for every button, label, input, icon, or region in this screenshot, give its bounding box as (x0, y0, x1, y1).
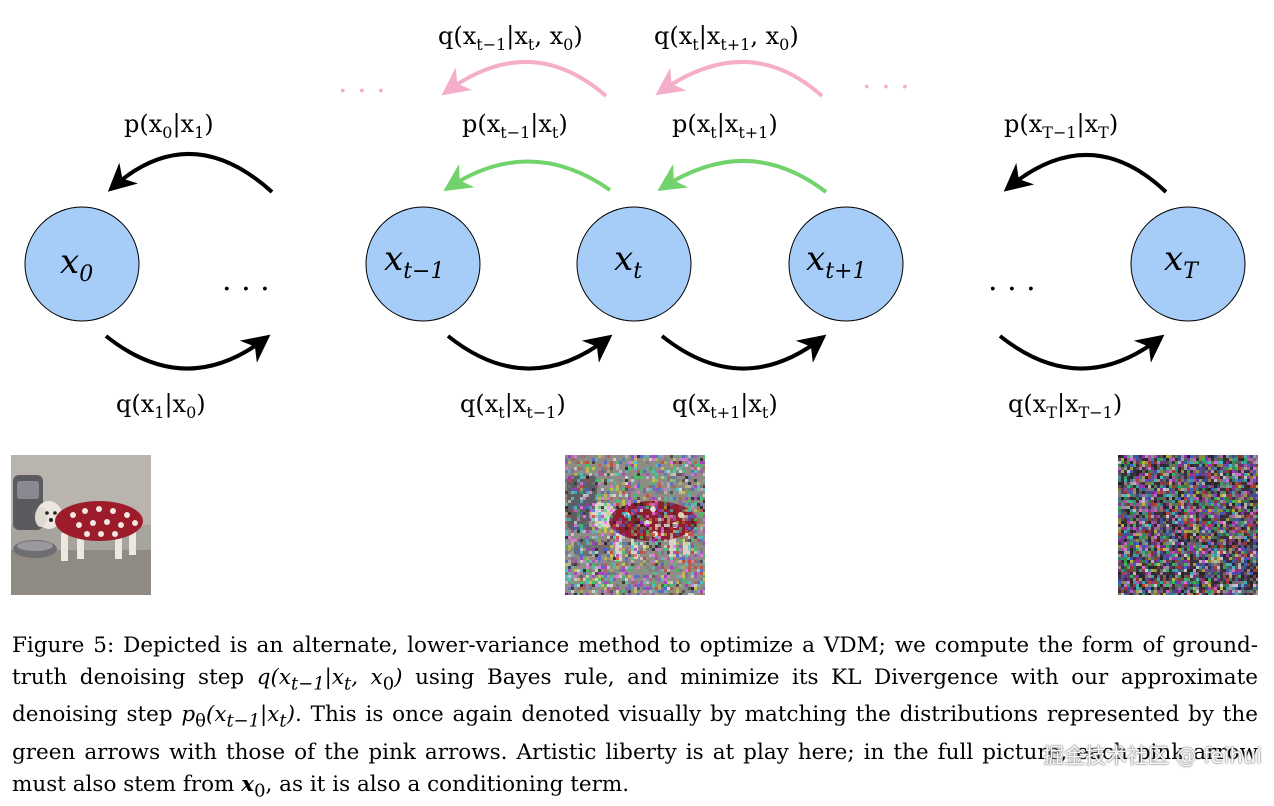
node-x-T: xT (1130, 206, 1246, 322)
green-arrow-p-t-1 (443, 159, 612, 192)
arrow-p-xT-1-xT (1003, 153, 1168, 194)
pink-arrow-q-t-1 (441, 60, 608, 98)
label-q-xt+1-given-xt: q(xt+1|xt) (672, 390, 778, 422)
arrow-q-xT-xT-1 (998, 334, 1165, 371)
label-p-x0-given-x1: p(x0|x1) (124, 110, 214, 142)
pink-arrow-q-t (655, 60, 824, 98)
noisy-dog-image (565, 455, 705, 595)
pure-noise-image (1118, 455, 1258, 595)
watermark: 掘金技术社区 @ feihui (1043, 744, 1262, 768)
node-x0: x0 (24, 206, 140, 322)
node-x-t-minus-1: xt−1 (365, 206, 481, 322)
ellipsis-pink-right: . . . (862, 61, 910, 96)
label-q-xt-given-xt+1-x0: q(xt|xt+1, x0) (654, 22, 799, 54)
node-x-t: xt (576, 206, 692, 322)
label-q-xt-given-xt-1: q(xt|xt−1) (460, 390, 566, 422)
diffusion-diagram: x0 xt−1 xt xt+1 xT . . . . . . . . . . .… (24, 22, 1246, 422)
label-p-xt-given-xt+1: p(xt|xt+1) (672, 110, 778, 142)
label-q-xt-1-given-xt-x0: q(xt−1|xt, x0) (438, 22, 583, 54)
arrow-q-x1-x0 (104, 334, 271, 371)
figure-number: Figure 5: (12, 633, 115, 658)
arrow-q-xt-xt-1 (446, 334, 613, 371)
svg-text:x0: x0 (60, 242, 93, 287)
svg-text:xt: xt (614, 239, 642, 284)
label-p-xT-1-given-xT: p(xT−1|xT) (1004, 110, 1118, 142)
ellipsis-right: . . . (988, 263, 1036, 298)
label-q-xT-given-xT-1: q(xT|xT−1) (1008, 390, 1122, 422)
label-q-x1-given-x0: q(x1|x0) (116, 390, 206, 422)
node-x-t-plus-1: xt+1 (788, 206, 904, 322)
green-arrow-p-t (657, 159, 828, 194)
arrow-q-xt+1-xt (660, 334, 827, 371)
label-p-xt-1-given-xt: p(xt−1|xt) (462, 110, 568, 142)
svg-text:xt+1: xt+1 (806, 239, 866, 284)
arrow-p-x0-x1 (107, 152, 274, 194)
ellipsis-left: . . . (222, 263, 270, 298)
clean-dog-image (11, 455, 151, 595)
ellipsis-pink-left: . . . (338, 65, 386, 100)
svg-text:xt−1: xt−1 (384, 239, 444, 284)
svg-text:xT: xT (1164, 239, 1200, 284)
figure-caption: Figure 5: Depicted is an alternate, lowe… (12, 633, 1258, 801)
